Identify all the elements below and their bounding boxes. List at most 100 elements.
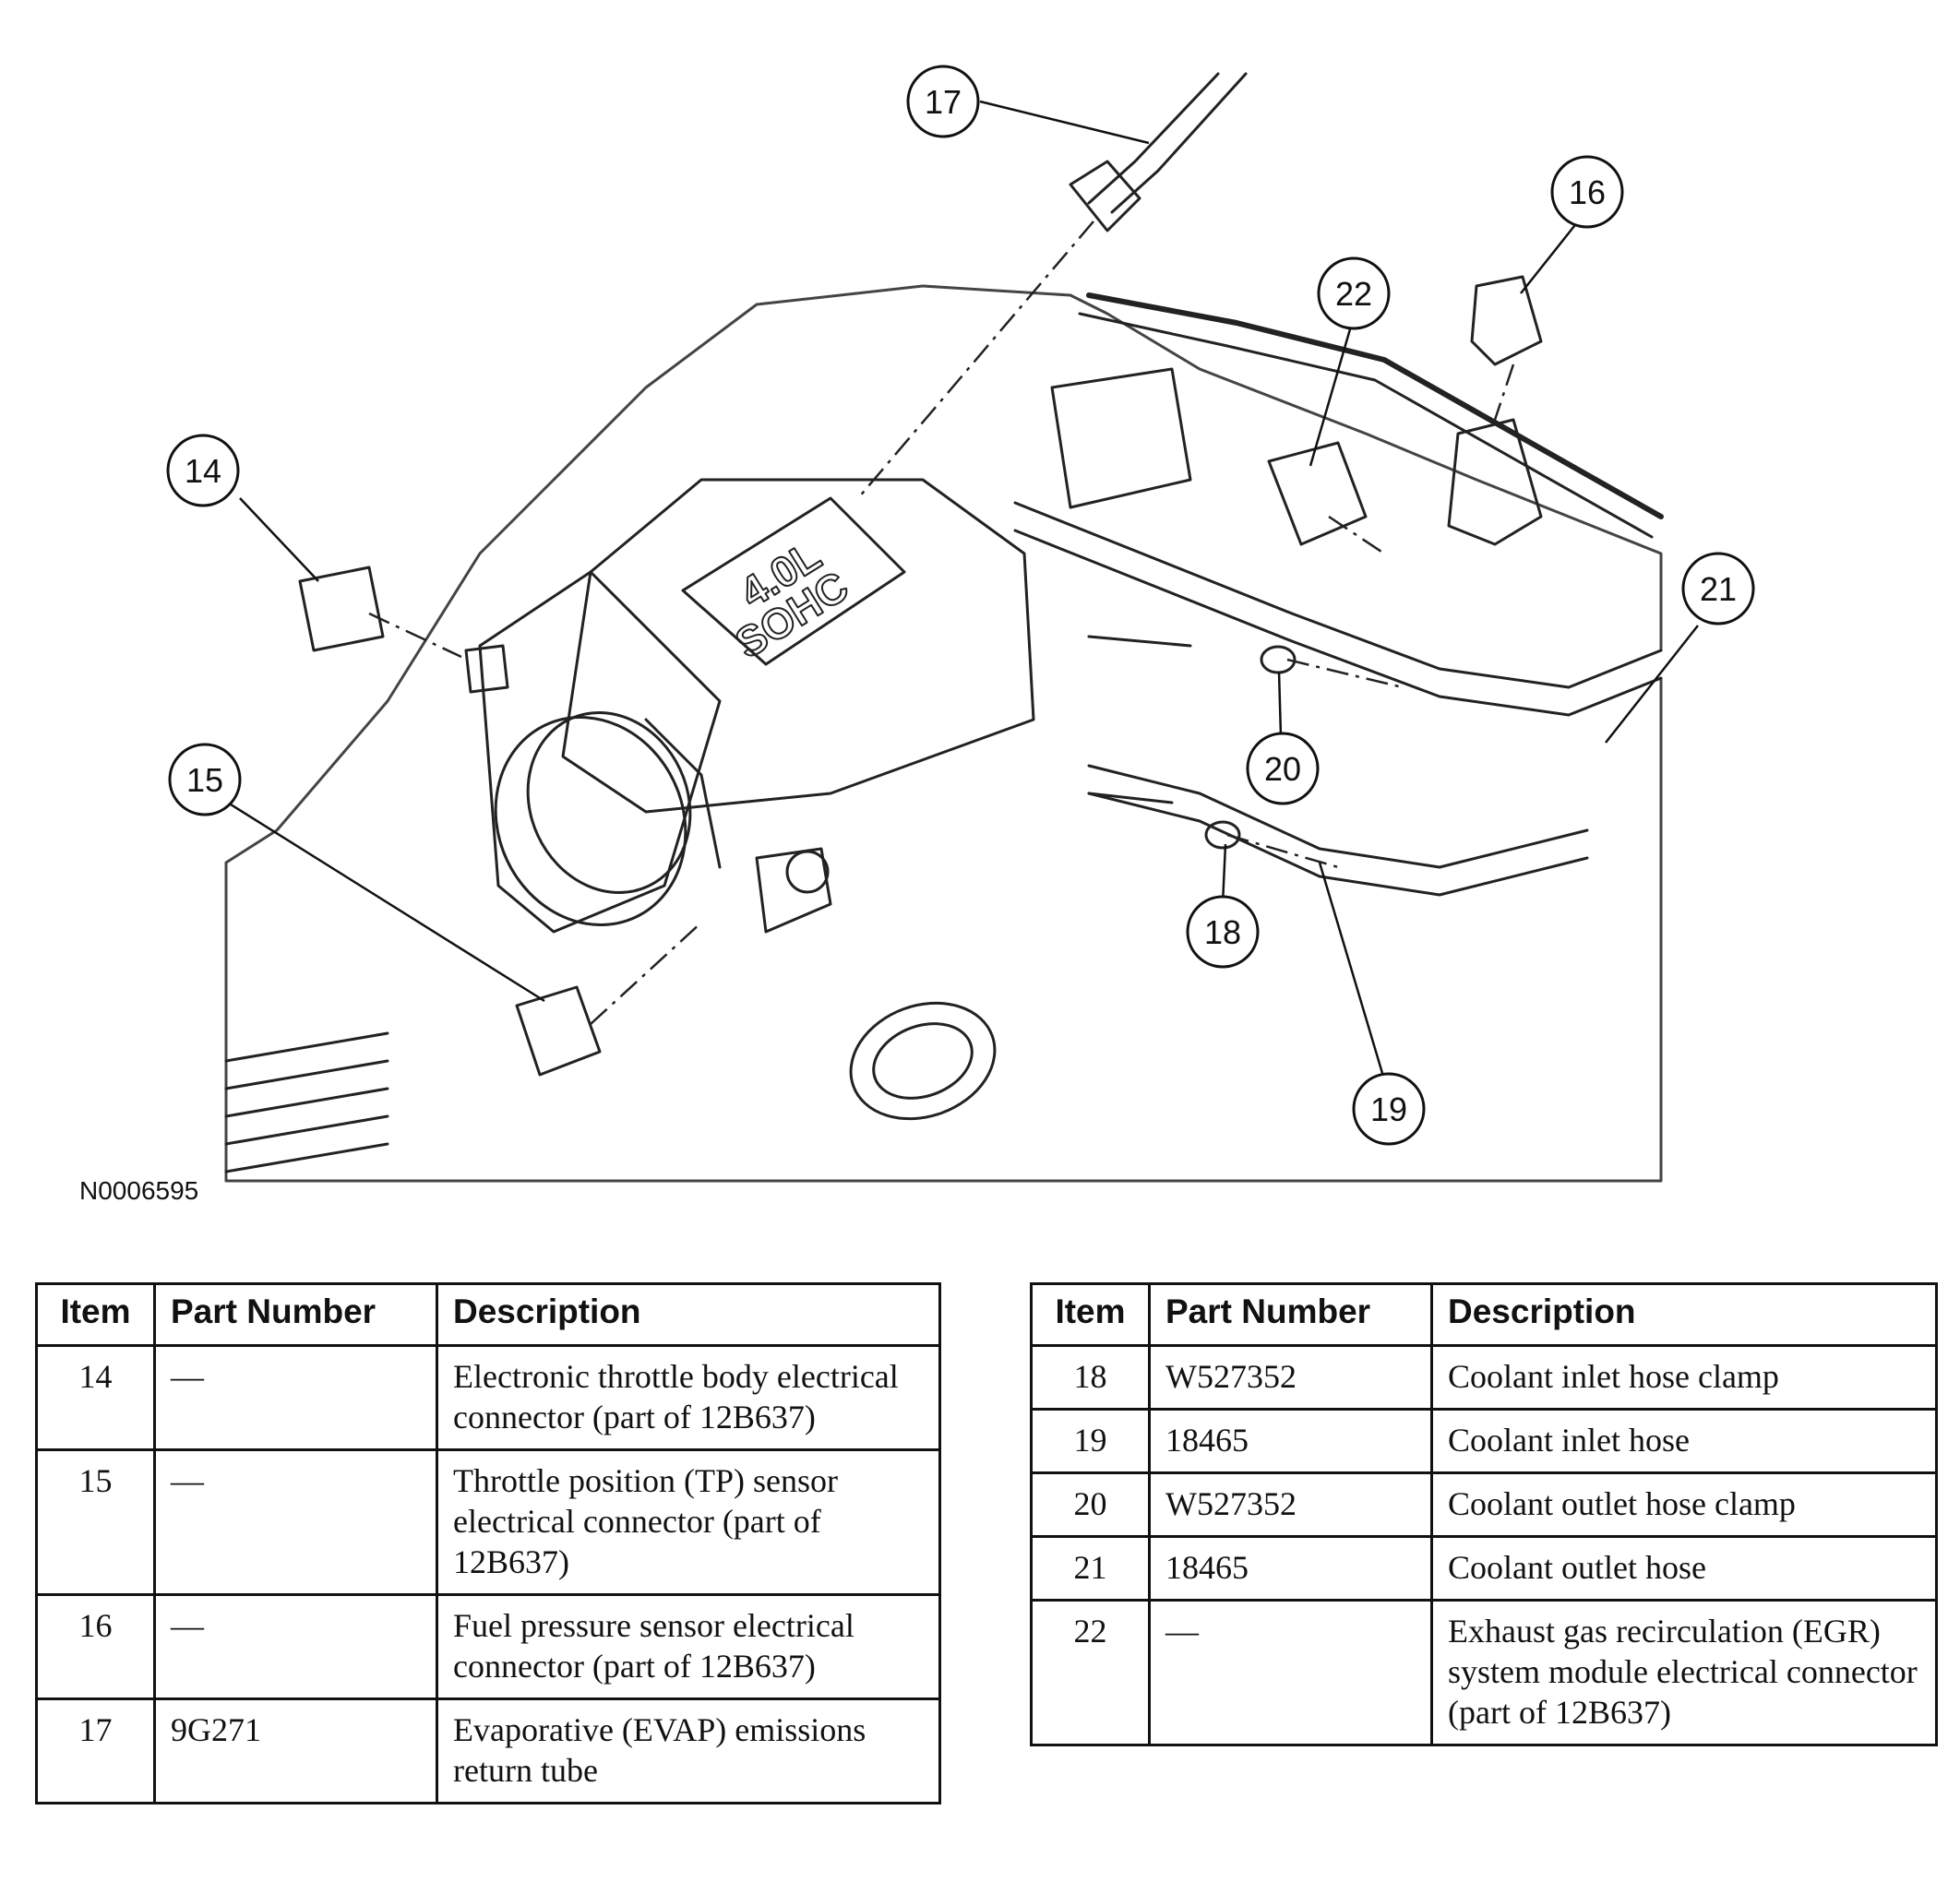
assembly-line-18 [1226, 833, 1339, 869]
leader-20 [1277, 671, 1283, 737]
cell-item: 15 [35, 1448, 156, 1596]
header-part-number: Part Number [1148, 1282, 1433, 1347]
table-row: 21 18465 Coolant outlet hose [1030, 1535, 1938, 1602]
evap-tube-edge [1110, 72, 1248, 214]
cell-item: 19 [1030, 1408, 1151, 1474]
table-header-row: Item Part Number Description [35, 1282, 941, 1347]
throttle-body [478, 570, 722, 934]
table-row: 17 9G271 Evaporative (EVAP) emissions re… [35, 1697, 941, 1805]
assembly-line-22 [1328, 515, 1385, 555]
callout-17: 17 [906, 65, 980, 138]
cell-description: Throttle position (TP) sensor electrical… [436, 1448, 941, 1596]
egr-connector [1267, 441, 1368, 546]
cell-description: Coolant inlet hose clamp [1430, 1344, 1938, 1411]
valve-cover-rail-lower [1078, 312, 1654, 539]
coolant-inlet-hose-edge [1087, 792, 1589, 897]
header-description: Description [1430, 1282, 1938, 1347]
cell-part-number: 18465 [1148, 1535, 1433, 1602]
cell-part-number: — [153, 1344, 438, 1451]
table-row: 19 18465 Coolant inlet hose [1030, 1408, 1938, 1474]
cell-description: Fuel pressure sensor electrical connecto… [436, 1593, 941, 1700]
assembly-line-17 [857, 220, 1094, 499]
coolant-inlet-hose [1087, 764, 1589, 869]
coolant-outlet-hose-edge [1013, 501, 1663, 689]
coolant-outlet-hose-edge2 [1013, 529, 1663, 717]
cell-part-number: — [153, 1593, 438, 1700]
assembly-line-14 [368, 612, 462, 659]
leader-16 [1520, 220, 1579, 294]
cell-part-number: W527352 [1148, 1471, 1433, 1538]
evap-tube [1087, 72, 1220, 205]
cell-item: 16 [35, 1593, 156, 1700]
cell-description: Electronic throttle body electrical conn… [436, 1344, 941, 1451]
table-row: 22 — Exhaust gas recirculation (EGR) sys… [1030, 1599, 1938, 1746]
egr-module [1050, 367, 1192, 509]
table-row: 18 W527352 Coolant inlet hose clamp [1030, 1344, 1938, 1411]
cell-description: Coolant outlet hose clamp [1430, 1471, 1938, 1538]
header-part-number: Part Number [153, 1282, 438, 1347]
assembly-line-15 [590, 922, 702, 1025]
table-row: 16 — Fuel pressure sensor electrical con… [35, 1593, 941, 1700]
hose-nipple-upper [1087, 635, 1192, 648]
valve-cover-rail [1086, 292, 1664, 519]
manifold-label-plate [681, 496, 906, 666]
hose-nipple-lower [1087, 792, 1174, 804]
leader-22 [1309, 322, 1354, 467]
callout-20: 20 [1246, 732, 1320, 805]
cell-part-number: W527352 [1148, 1344, 1433, 1411]
cell-item: 22 [1030, 1599, 1151, 1746]
parts-table-left: Item Part Number Description 14 — Electr… [35, 1282, 941, 1805]
cell-description: Coolant outlet hose [1430, 1535, 1938, 1602]
evap-fitting [1069, 160, 1141, 232]
header-description: Description [436, 1282, 941, 1347]
cell-item: 20 [1030, 1471, 1151, 1538]
header-item: Item [35, 1282, 156, 1347]
svg-text:15: 15 [186, 761, 223, 799]
tp-connector [515, 985, 602, 1077]
svg-text:17: 17 [925, 83, 962, 121]
coolant-outlet-hose [1002, 504, 1674, 714]
svg-text:18: 18 [1204, 913, 1241, 951]
table-header-row: Item Part Number Description [1030, 1282, 1938, 1347]
cell-description: Evaporative (EVAP) emissions return tube [436, 1697, 941, 1805]
leader-15 [230, 803, 545, 1003]
cell-item: 21 [1030, 1535, 1151, 1602]
parts-table-right: Item Part Number Description 18 W527352 … [1030, 1282, 1938, 1746]
fuel-pressure-connector [1470, 275, 1543, 366]
figure-code: N0006595 [79, 1176, 199, 1205]
callout-14: 14 [166, 434, 240, 507]
etb-socket [464, 644, 509, 694]
callout-15: 15 [168, 743, 242, 816]
leader-17 [979, 100, 1150, 145]
leader-18 [1221, 843, 1227, 905]
radiator-fins [224, 1031, 389, 1173]
cell-description: Coolant inlet hose [1430, 1408, 1938, 1474]
callout-18: 18 [1186, 895, 1260, 969]
table-row: 14 — Electronic throttle body electrical… [35, 1344, 941, 1451]
table-row: 15 — Throttle position (TP) sensor elect… [35, 1448, 941, 1596]
callout-22: 22 [1317, 256, 1391, 330]
callout-16: 16 [1550, 155, 1624, 229]
header-item: Item [1030, 1282, 1151, 1347]
svg-text:16: 16 [1569, 173, 1606, 211]
fuel-pressure-sensor [1447, 418, 1543, 546]
callout-21: 21 [1681, 552, 1755, 625]
leader-21 [1605, 625, 1699, 744]
cell-part-number: 9G271 [153, 1697, 438, 1805]
svg-text:22: 22 [1335, 275, 1372, 313]
svg-text:20: 20 [1264, 750, 1301, 788]
cell-part-number: — [1148, 1599, 1433, 1746]
svg-text:21: 21 [1700, 570, 1737, 608]
tp-sensor [755, 847, 832, 934]
svg-text:19: 19 [1370, 1090, 1407, 1128]
oil-filler-cap [849, 1001, 997, 1121]
assembly-line-16 [1493, 363, 1515, 421]
etb-connector [298, 566, 385, 652]
cell-item: 14 [35, 1344, 156, 1451]
intake-manifold [561, 478, 1035, 814]
svg-text:14: 14 [185, 452, 221, 490]
engine-diagram: 4.0L SOHC [166, 65, 1755, 1183]
clamp-18 [1204, 820, 1241, 850]
cell-item: 18 [1030, 1344, 1151, 1411]
table-row: 20 W527352 Coolant outlet hose clamp [1030, 1471, 1938, 1538]
